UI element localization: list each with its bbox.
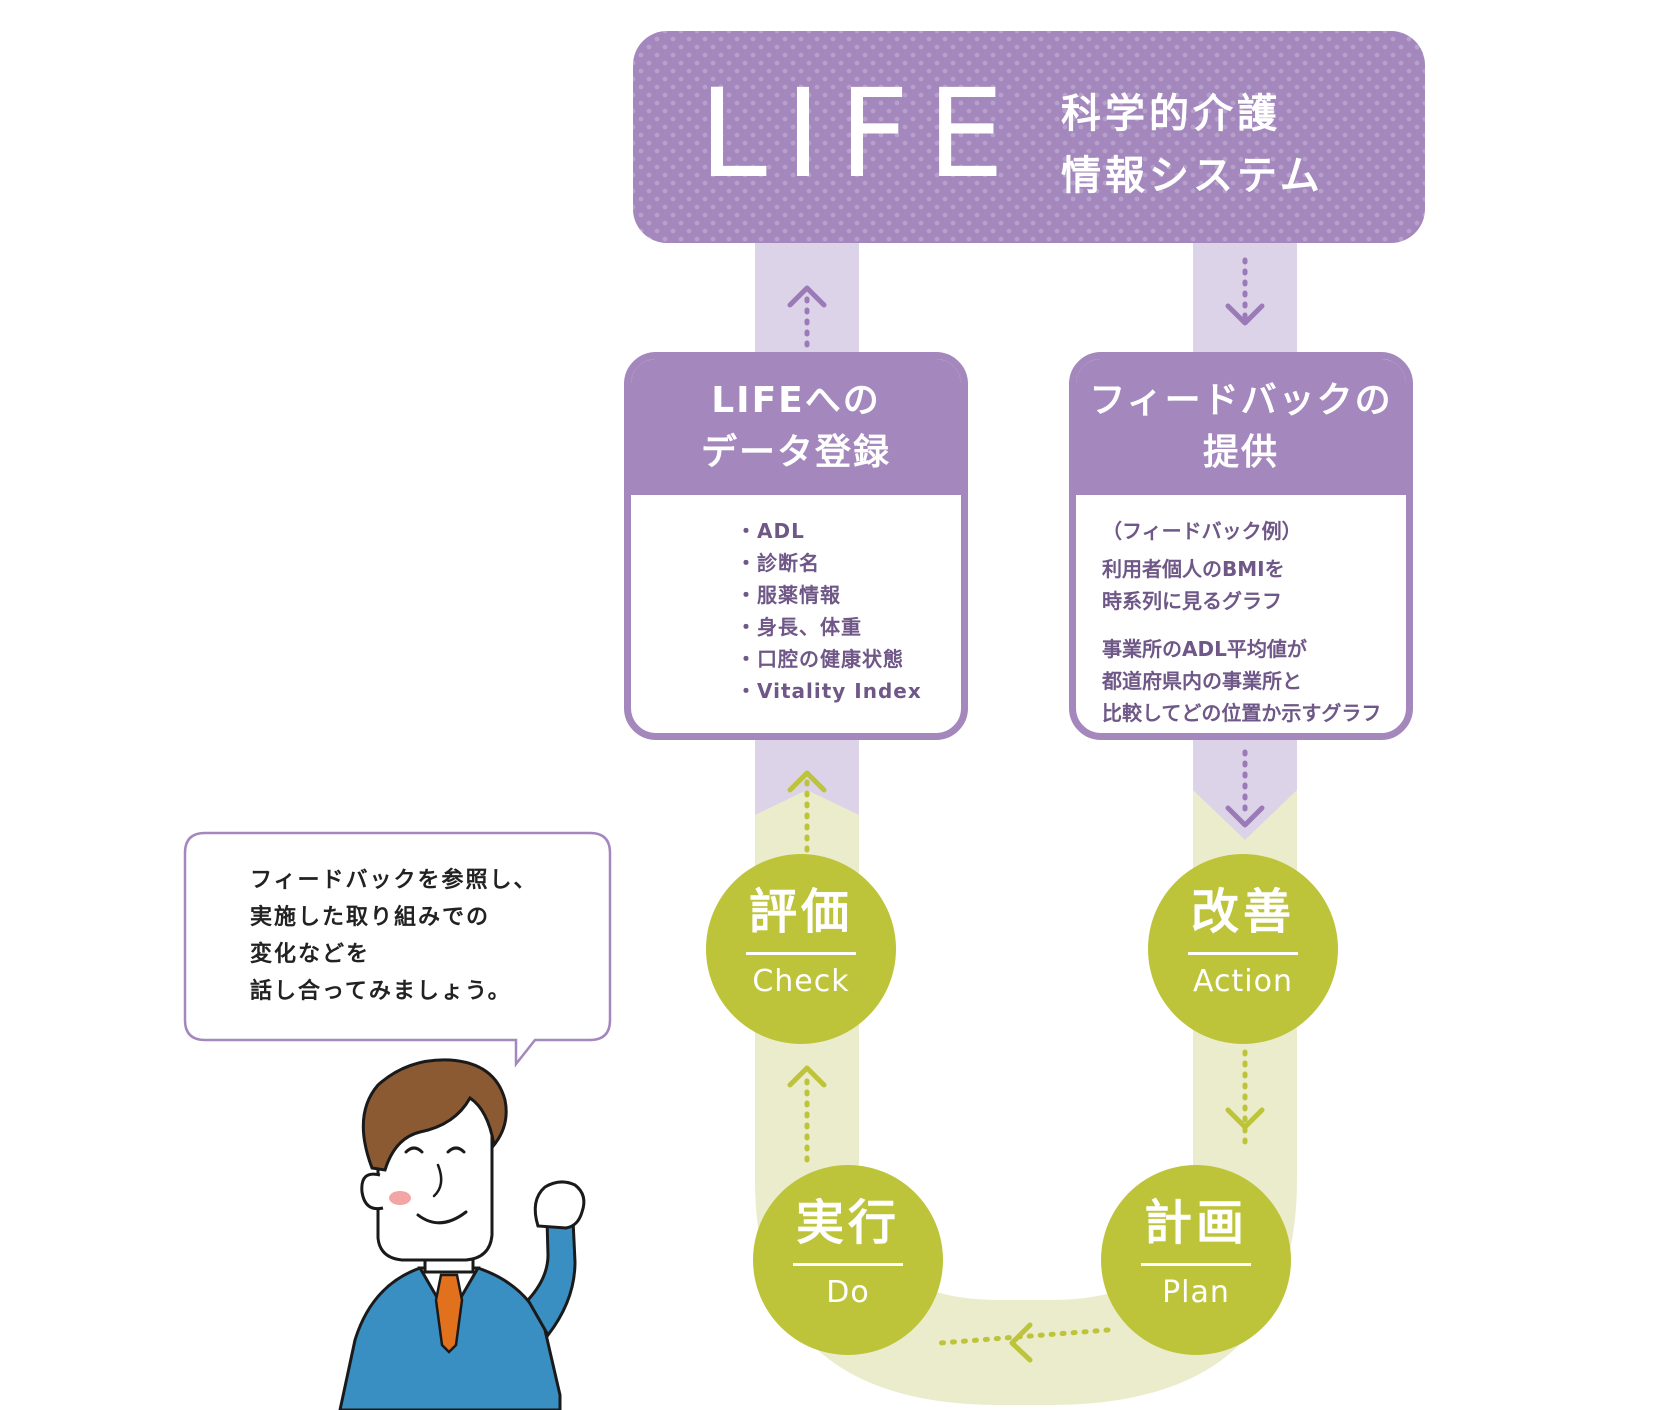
- track-upper-inner-right: [1150, 240, 1193, 360]
- arrow-action-to-plan: [1225, 1049, 1265, 1151]
- plan-label: Plan: [1162, 1275, 1230, 1310]
- do-label: Do: [826, 1275, 870, 1310]
- feedback-example-line: 比較してどの位置か示すグラフ: [1102, 701, 1382, 725]
- register-item: 口腔の健康状態: [736, 643, 941, 675]
- feedback-example-item: 事業所のADL平均値が 都道府県内の事業所と 比較してどの位置か示すグラフ: [1102, 633, 1386, 729]
- feedback-example-label: （フィードバック例）: [1102, 519, 1302, 543]
- speech-bubble: [183, 831, 612, 1068]
- register-item: 診断名: [736, 547, 941, 579]
- feedback-box-title: フィードバックの 提供: [1076, 359, 1406, 495]
- life-subtitle-line: 情報システム: [1061, 153, 1324, 199]
- track-right-purple-chevron: [1193, 740, 1297, 840]
- register-item: ADL: [736, 515, 941, 547]
- life-subtitle: 科学的介護 情報システム: [1061, 83, 1401, 207]
- register-title-line: データ登録: [700, 432, 891, 473]
- register-box-body: ADL 診断名 服薬情報 身長、体重 口腔の健康状態 Vitality Inde…: [631, 495, 961, 707]
- feedback-title-line: フィードバックの: [1089, 380, 1393, 421]
- arrow-plan-to-do: [937, 1322, 1111, 1363]
- feedback-title-line: 提供: [1202, 432, 1279, 473]
- arrow-check-to-register: [787, 770, 827, 853]
- life-logo: LIFE: [699, 63, 1023, 205]
- track-left-purple-chevron: [755, 740, 859, 815]
- register-box-title: LIFEへの データ登録: [631, 359, 961, 495]
- feedback-box-body: （フィードバック例） 利用者個人のBMIを 時系列に見るグラフ 事業所のADL平…: [1076, 495, 1406, 729]
- speech-line: 変化などを: [250, 942, 371, 967]
- plan-circle: 計画 Plan: [1101, 1165, 1291, 1355]
- feedback-example-line: 利用者個人のBMIを: [1102, 557, 1285, 581]
- speech-line: フィードバックを参照し、: [250, 868, 538, 893]
- action-kanji: 改善: [1190, 884, 1295, 940]
- arrow-from-life: [1225, 257, 1265, 326]
- feedback-example-line: 事業所のADL平均値が: [1102, 637, 1307, 661]
- plan-kanji: 計画: [1143, 1195, 1248, 1251]
- check-divider: [746, 952, 856, 955]
- register-item-list: ADL 診断名 服薬情報 身長、体重 口腔の健康状態 Vitality Inde…: [651, 515, 941, 707]
- plan-divider: [1141, 1263, 1251, 1266]
- arrow-do-to-check: [787, 1065, 827, 1163]
- arrow-to-life: [787, 285, 827, 348]
- feedback-box: フィードバックの 提供 （フィードバック例） 利用者個人のBMIを 時系列に見る…: [1069, 352, 1413, 740]
- register-title-line: LIFEへの: [711, 380, 881, 421]
- speech-line: 実施した取り組みでの: [250, 905, 491, 930]
- arrow-feedback-to-action: [1225, 749, 1265, 828]
- feedback-example-line: 時系列に見るグラフ: [1102, 589, 1282, 613]
- speech-text: フィードバックを参照し、 実施した取り組みでの 変化などを 話し合ってみましょう…: [250, 862, 580, 1010]
- register-item: Vitality Index: [736, 675, 941, 707]
- register-box: LIFEへの データ登録 ADL 診断名 服薬情報 身長、体重 口腔の健康状態 …: [624, 352, 968, 740]
- action-divider: [1188, 952, 1298, 955]
- register-item: 身長、体重: [736, 611, 941, 643]
- life-subtitle-line: 科学的介護: [1061, 91, 1281, 137]
- check-circle: 評価 Check: [706, 854, 896, 1044]
- check-label: Check: [752, 964, 850, 999]
- character-illustration: [338, 1058, 586, 1410]
- track-upper-inner-left: [859, 240, 900, 360]
- life-header: LIFE 科学的介護 情報システム: [633, 31, 1425, 243]
- feedback-example-item: 利用者個人のBMIを 時系列に見るグラフ: [1102, 553, 1386, 617]
- do-circle: 実行 Do: [753, 1165, 943, 1355]
- register-item: 服薬情報: [736, 579, 941, 611]
- feedback-example-line: 都道府県内の事業所と: [1102, 669, 1302, 693]
- do-divider: [793, 1263, 903, 1266]
- do-kanji: 実行: [795, 1195, 900, 1251]
- action-label: Action: [1193, 964, 1293, 999]
- check-kanji: 評価: [748, 884, 853, 940]
- speech-line: 話し合ってみましょう。: [250, 979, 512, 1004]
- action-circle: 改善 Action: [1148, 854, 1338, 1044]
